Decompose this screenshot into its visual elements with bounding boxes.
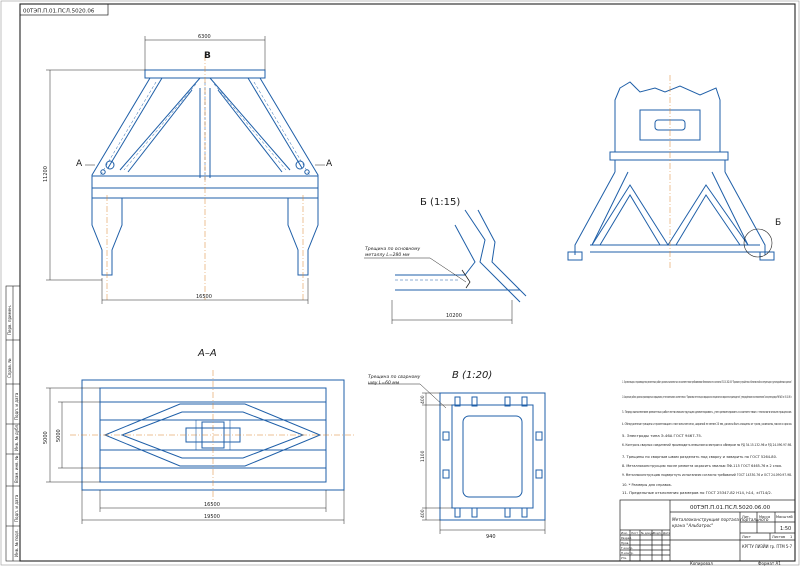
tb-row-label: Н.контр. bbox=[621, 551, 634, 555]
detail-b-callout-circle bbox=[743, 228, 773, 258]
detail-v-dim-bottom: 400 bbox=[420, 509, 426, 518]
note-line: 6. Контроль сварных соединений производи… bbox=[622, 443, 792, 447]
section-aa-title: А–А bbox=[197, 348, 217, 359]
dim-bottom: 16500 bbox=[196, 294, 212, 300]
side-strip-label: Подп. и дата bbox=[14, 494, 19, 522]
section-aa-dim-left-inner: 5000 bbox=[56, 429, 62, 442]
tb-header: Дата bbox=[663, 531, 671, 535]
sheets-value: 1 bbox=[790, 535, 792, 539]
title-block-name: Металлоконструкция портала портального к… bbox=[672, 517, 770, 528]
detail-b-title: Б (1:15) bbox=[420, 197, 460, 208]
tb-header: № докум. bbox=[641, 531, 655, 535]
note-line: 3. Перед выполнением ремонтных работ мет… bbox=[622, 410, 792, 414]
section-aa-dimensions bbox=[46, 387, 345, 524]
section-mark-left: А bbox=[76, 159, 83, 169]
svg-text:00ТЭП.П.01.ПСЛ.5020.06: 00ТЭП.П.01.ПСЛ.5020.06 bbox=[23, 9, 95, 15]
scale-label: Масштаб bbox=[776, 515, 793, 519]
detail-v-note: Трещина по сварному шву L=60 мм bbox=[368, 374, 422, 386]
note-line: 10. * Размеры для справок. bbox=[622, 483, 672, 487]
detail-v-dim-width: 940 bbox=[486, 534, 496, 540]
front-view-dimensions bbox=[46, 36, 325, 304]
mass-label: Масса bbox=[759, 515, 770, 519]
section-aa-dim-left-outer: 5000 bbox=[43, 431, 49, 444]
detail-b-dim: 10200 bbox=[446, 313, 462, 319]
tb-header: Подп. bbox=[653, 531, 662, 535]
side-strip-label: Взам. инв. № bbox=[14, 456, 19, 483]
detail-b-callout-letter: Б bbox=[775, 218, 781, 228]
side-strip-label: Перв. примен. bbox=[7, 305, 12, 335]
detail-b bbox=[395, 209, 527, 303]
top-stamp: 00ТЭП.П.01.ПСЛ.5020.06 bbox=[19, 3, 109, 16]
section-aa-dim-bottom-inner: 16500 bbox=[204, 502, 220, 508]
section-mark-right: А bbox=[326, 159, 333, 169]
note-line: 2. Сварочные работы должны производиться… bbox=[622, 395, 792, 399]
inner-frame bbox=[19, 3, 796, 562]
title-block-org: КРГТУ ЛИЗЙИ гр. ПТМ 5-7 bbox=[742, 544, 792, 549]
side-strip-label: Справ. № bbox=[7, 359, 12, 378]
note-line: 5. Электроды типа Э-46А ГОСТ 9467-75. bbox=[622, 434, 702, 438]
copied-label: Копировал bbox=[690, 561, 713, 566]
technical-notes: 1. Организации и производство ремонтных … bbox=[622, 380, 792, 495]
note-line: 1. Организации и производство ремонтных … bbox=[622, 380, 792, 384]
dim-height: 11200 bbox=[43, 166, 49, 182]
detail-v-title: В (1:20) bbox=[452, 370, 492, 381]
side-strip-label: Подп. и дата bbox=[14, 392, 19, 420]
front-view-centerlines bbox=[106, 55, 304, 300]
detail-v-dim-mid: 1100 bbox=[420, 450, 426, 462]
front-view-hidden-lines bbox=[99, 81, 311, 180]
tb-header: Изм. bbox=[621, 531, 628, 535]
sheets-label: Листов bbox=[772, 535, 785, 539]
detail-v bbox=[439, 392, 546, 521]
side-strip-label: Инв. № дубл. bbox=[14, 424, 19, 451]
note-line: 7. Трещины по сварным швам разделать под… bbox=[622, 455, 777, 459]
view-marker-v: В bbox=[204, 51, 211, 61]
dim-top: 6300 bbox=[198, 34, 211, 40]
lit-label: Лит. bbox=[742, 515, 750, 519]
detail-b-note: Трещина по основному металлу L=280 мм bbox=[365, 246, 422, 258]
title-block bbox=[619, 499, 796, 562]
tb-row-label: Пров. bbox=[621, 541, 629, 545]
detail-v-dim-top: 400 bbox=[420, 395, 426, 404]
tb-row-label: Утв. bbox=[621, 556, 627, 560]
tb-row-label: Т.контр. bbox=[620, 546, 633, 550]
scale-value: 1:50 bbox=[780, 526, 791, 532]
format-label: Формат А1 bbox=[758, 561, 781, 566]
detail-b-leader bbox=[364, 257, 513, 324]
section-aa-dim-bottom-outer: 19500 bbox=[204, 514, 220, 520]
section-aa-centerlines bbox=[70, 370, 355, 500]
detail-v-leader bbox=[368, 383, 546, 534]
side-strip-label: Инв. № подл. bbox=[14, 529, 19, 557]
side-strip bbox=[5, 285, 21, 562]
sheet-label: Лист bbox=[742, 535, 751, 539]
tb-row-label: Разраб. bbox=[621, 536, 632, 540]
note-line: 9. Металлоконструкцию подвергнуть испыта… bbox=[622, 473, 792, 477]
title-block-stamp: 00ТЭП.П.01.ПСЛ.5020.06.00 bbox=[690, 505, 771, 511]
tb-header: Лист bbox=[631, 531, 638, 535]
note-line: 4. Обнаруженные трещины и прилегающие к … bbox=[622, 422, 792, 426]
note-line: 8. Металлоконструкцию после ремонта окра… bbox=[622, 464, 782, 468]
note-line: 11. Предельные отклонения размеров по ГО… bbox=[622, 491, 772, 495]
